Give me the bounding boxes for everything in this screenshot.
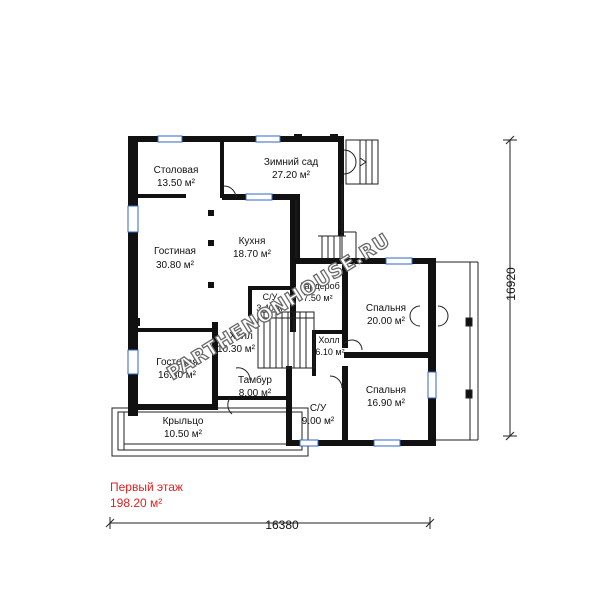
garden-steps [345, 139, 379, 185]
walls [128, 136, 436, 446]
room-labels: Столовая 13.50 м² Зимний сад 27.20 м² Ку… [154, 157, 406, 440]
room-area-guest: 16.30 м² [158, 370, 197, 381]
room-area-winter-garden: 27.20 м² [272, 170, 311, 181]
windows [127, 134, 437, 447]
dimension-vertical [503, 135, 517, 441]
doors [223, 149, 449, 415]
room-area-wc: 9.00 м² [302, 416, 335, 427]
room-area-porch: 10.50 м² [164, 429, 203, 440]
room-name-wardrobe: Гардероб [300, 281, 340, 291]
room-name-dining: Столовая [154, 165, 199, 176]
room-name-hall-1: Холл [229, 331, 253, 342]
floor-area: 198.20 м² [110, 496, 162, 510]
room-area-wc-small: 3.40 м² [256, 303, 285, 313]
room-area-hall-2: 6.10 м² [315, 347, 344, 357]
room-name-bedroom-1: Спальня [366, 303, 406, 314]
watermark: PARTHENONHOUSE.RU [163, 229, 394, 385]
room-area-living: 30.80 м² [156, 260, 195, 271]
room-name-winter-garden: Зимний сад [264, 157, 319, 168]
room-area-bedroom-1: 20.00 м² [367, 316, 406, 327]
room-area-kitchen: 18.70 м² [233, 249, 272, 260]
room-name-wc: С/У [310, 403, 327, 414]
room-name-vestibule: Тамбур [238, 374, 272, 386]
room-area-hall-1: 10.30 м² [217, 344, 256, 355]
room-name-wc-small: С/У [263, 292, 278, 302]
dimension-horizontal-label: 16380 [265, 518, 299, 532]
dimension-horizontal [105, 517, 435, 529]
stairs [257, 235, 346, 369]
room-name-living: Гостиная [154, 246, 196, 257]
room-name-kitchen: Кухня [239, 236, 266, 247]
porch-platform [111, 407, 309, 457]
room-area-wardrobe: 7.50 м² [303, 293, 332, 303]
dimension-vertical-label: 16920 [504, 267, 518, 301]
room-name-porch: Крыльцо [163, 416, 204, 427]
room-area-dining: 13.50 м² [157, 178, 196, 189]
columns [136, 210, 218, 328]
room-area-bedroom-2: 16.90 м² [367, 398, 406, 409]
room-name-bedroom-2: Спальня [366, 385, 406, 396]
garden-glazing [295, 184, 357, 258]
room-area-vestibule: 8.00 м² [239, 388, 272, 399]
terrace-right [434, 261, 479, 441]
room-name-hall-2: Холл [318, 335, 339, 345]
floor-title: Первый этаж [110, 480, 183, 494]
room-name-guest: Гостевая [156, 357, 198, 368]
